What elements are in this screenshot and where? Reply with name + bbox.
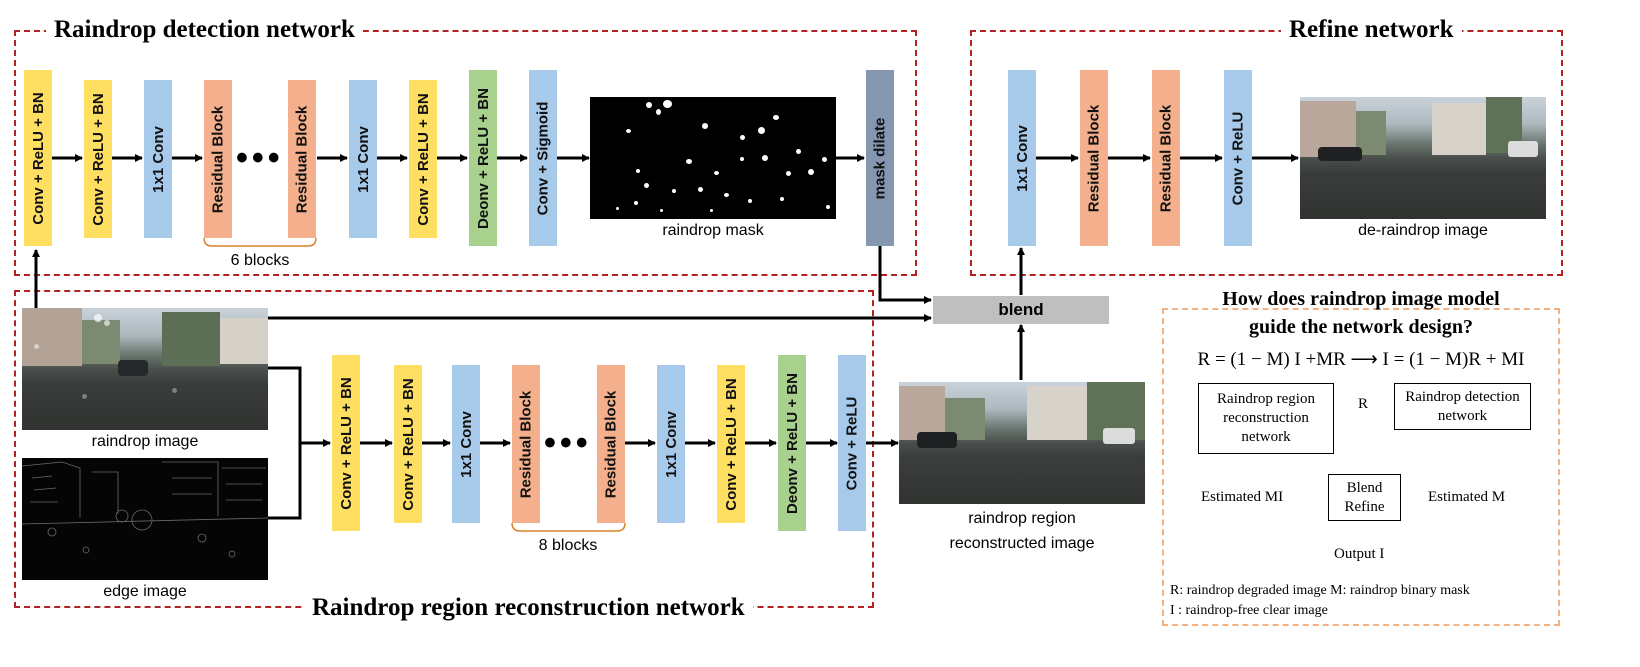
mask-dilate-block: mask dilate xyxy=(866,70,894,246)
reconstruction-network-title: Raindrop region reconstruction network xyxy=(304,593,753,623)
rec-residual-block-last: Residual Block xyxy=(597,365,625,523)
de-raindrop-image xyxy=(1300,97,1546,219)
box-blend-refine: Blend Refine xyxy=(1328,474,1401,521)
reconstructed-image xyxy=(899,382,1145,504)
box-refine-label: Refine xyxy=(1344,498,1385,515)
ref-conv-1x1: 1x1 Conv xyxy=(1008,70,1036,246)
raindrop-image-label: raindrop image xyxy=(91,433,199,450)
panel-title-2: guide the network design? xyxy=(1249,316,1473,338)
ref-residual-block-2: Residual Block xyxy=(1152,70,1180,246)
panel-legend-1: R: raindrop degraded image M: raindrop b… xyxy=(1170,583,1470,598)
det-conv-1x1-a: 1x1 Conv xyxy=(144,80,172,238)
rec-ellipsis: ••• xyxy=(544,424,592,462)
det-conv-1x1-b: 1x1 Conv xyxy=(349,80,377,238)
rec-conv-relu-bn-1: Conv + ReLU + BN xyxy=(332,355,360,531)
rec-conv-relu: Conv + ReLU xyxy=(838,355,866,531)
raindrop-input-image xyxy=(22,308,268,430)
panel-estimated-mi: Estimated MI xyxy=(1201,489,1284,505)
refine-network-region xyxy=(970,30,1563,276)
rec-conv-1x1-b: 1x1 Conv xyxy=(657,365,685,523)
det-conv-sigmoid: Conv + Sigmoid xyxy=(529,70,557,246)
panel-legend-2: I : raindrop-free clear image xyxy=(1170,603,1328,618)
raindrop-mask-label: raindrop mask xyxy=(662,222,764,239)
panel-output: Output I xyxy=(1334,546,1385,562)
det-deconv-relu-bn: Deonv + ReLU + BN xyxy=(469,70,497,246)
panel-title-1: How does raindrop image model xyxy=(1222,288,1500,310)
detection-network-region xyxy=(14,30,917,276)
panel-equation: R = (1 − M) I +MR ⟶ I = (1 − M)R + MI xyxy=(1197,349,1525,370)
edge-input-image xyxy=(22,458,268,580)
box-detection-network: Raindrop detection network xyxy=(1394,383,1531,430)
rec-blocks-note: 8 blocks xyxy=(538,537,598,554)
box-reconstruction-network: Raindrop region reconstruction network xyxy=(1198,383,1334,454)
rec-conv-1x1-a: 1x1 Conv xyxy=(452,365,480,523)
det-residual-block-last: Residual Block xyxy=(288,80,316,238)
det-ellipsis: ••• xyxy=(236,139,284,177)
edge-image-label: edge image xyxy=(103,583,187,600)
design-guide-panel xyxy=(1162,308,1560,626)
rec-conv-relu-bn-2: Conv + ReLU + BN xyxy=(394,365,422,523)
ref-residual-block-1: Residual Block xyxy=(1080,70,1108,246)
ref-conv-relu: Conv + ReLU xyxy=(1224,70,1252,246)
raindrop-mask-image xyxy=(590,97,836,219)
de-raindrop-label: de-raindrop image xyxy=(1358,222,1488,239)
blend-block: blend xyxy=(933,296,1109,324)
det-blocks-note: 6 blocks xyxy=(230,252,290,269)
panel-r-label: R xyxy=(1358,396,1369,412)
edge-lines xyxy=(22,461,268,558)
refine-network-title: Refine network xyxy=(1281,15,1462,45)
det-residual-block-first: Residual Block xyxy=(204,80,232,238)
reconstructed-label-2: reconstructed image xyxy=(949,535,1095,552)
det-conv-relu-bn-2: Conv + ReLU + BN xyxy=(84,80,112,238)
box-blend-label: Blend xyxy=(1346,479,1383,496)
reconstructed-label-1: raindrop region xyxy=(968,510,1076,527)
rec-conv-relu-bn-3: Conv + ReLU + BN xyxy=(717,365,745,523)
detection-network-title: Raindrop detection network xyxy=(46,15,363,45)
det-conv-relu-bn-1: Conv + ReLU + BN xyxy=(24,70,52,246)
rec-deconv-relu-bn: Deonv + ReLU + BN xyxy=(778,355,806,531)
rec-residual-block-first: Residual Block xyxy=(512,365,540,523)
panel-estimated-m: Estimated M xyxy=(1428,489,1506,505)
det-conv-relu-bn-3: Conv + ReLU + BN xyxy=(409,80,437,238)
